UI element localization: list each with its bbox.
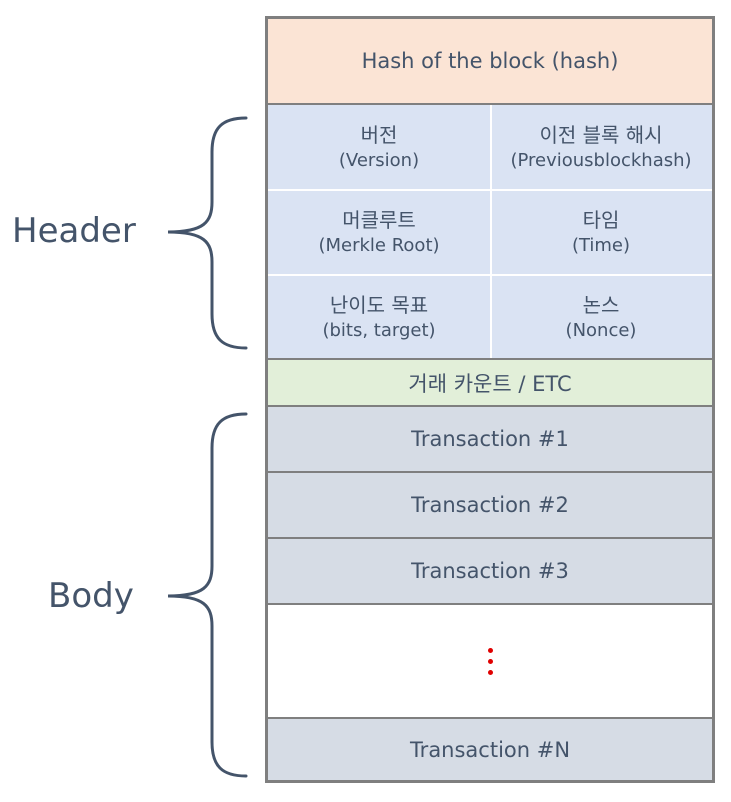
grid-divider-horizontal [268,274,712,276]
transaction-row: Transaction #1 [268,407,712,473]
transaction-count-row: 거래 카운트 / ETC [268,360,712,407]
transaction-label: Transaction #N [409,737,571,762]
grid-divider-vertical [490,105,492,358]
transaction-ellipsis-row [268,605,712,719]
header-field-nonce: 논스 (Nonce) [490,275,712,360]
field-name-ko: 논스 [582,292,620,317]
field-name-en: (Previousblockhash) [510,149,692,171]
block-structure: Hash of the block (hash) 버전 (Version) 이전… [265,16,715,783]
block-hash-row: Hash of the block (hash) [268,19,712,105]
field-name-en: (Nonce) [565,319,637,341]
block-hash-label: Hash of the block (hash) [361,49,619,73]
header-brace [167,116,248,350]
transaction-label: Transaction #2 [411,493,569,517]
field-name-ko: 타임 [582,207,620,232]
header-field-difficulty-target: 난이도 목표 (bits, target) [268,275,490,360]
field-name-ko: 난이도 목표 [329,292,429,317]
braces [167,116,248,778]
header-label: Header [12,211,136,251]
grid-divider-horizontal [268,189,712,191]
transaction-row: Transaction #2 [268,473,712,539]
transaction-label: Transaction #1 [411,427,569,451]
transaction-label: Transaction #3 [411,559,569,583]
field-name-ko: 머클루트 [342,207,416,232]
block-header-grid: 버전 (Version) 이전 블록 해시 (Previousblockhash… [268,105,712,360]
header-field-merkle-root: 머클루트 (Merkle Root) [268,190,490,275]
vertical-ellipsis-icon [487,647,493,675]
field-name-en: (Version) [338,149,420,171]
body-label: Body [48,576,134,616]
field-name-ko: 이전 블록 해시 [539,122,663,147]
field-name-en: (Merkle Root) [318,234,440,256]
header-field-previous-block-hash: 이전 블록 해시 (Previousblockhash) [490,105,712,190]
field-name-ko: 버전 [360,122,398,147]
transaction-row-last: Transaction #N [268,719,712,780]
header-field-time: 타임 (Time) [490,190,712,275]
transaction-row: Transaction #3 [268,539,712,605]
header-field-version: 버전 (Version) [268,105,490,190]
body-brace [167,412,248,778]
field-name-en: (Time) [571,234,631,256]
field-name-en: (bits, target) [322,319,436,341]
transaction-count-label: 거래 카운트 / ETC [408,371,572,396]
